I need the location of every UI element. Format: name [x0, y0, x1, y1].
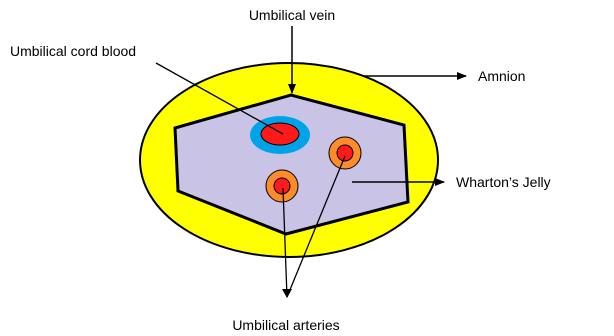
umbilical-arteries-arrowhead: [282, 289, 292, 298]
umbilical-cord-blood-center: [261, 123, 299, 145]
umbilical-artery-lower-blood: [274, 178, 290, 194]
umbilical-arteries-label: Umbilical arteries: [232, 317, 339, 333]
amnion-label: Amnion: [478, 68, 525, 84]
whartons-jelly-label: Wharton’s Jelly: [456, 174, 551, 190]
umbilical-cord-blood-label: Umbilical cord blood: [10, 43, 136, 59]
umbilical-artery-upper-blood: [337, 145, 353, 161]
umbilical-vein-label: Umbilical vein: [249, 7, 335, 23]
